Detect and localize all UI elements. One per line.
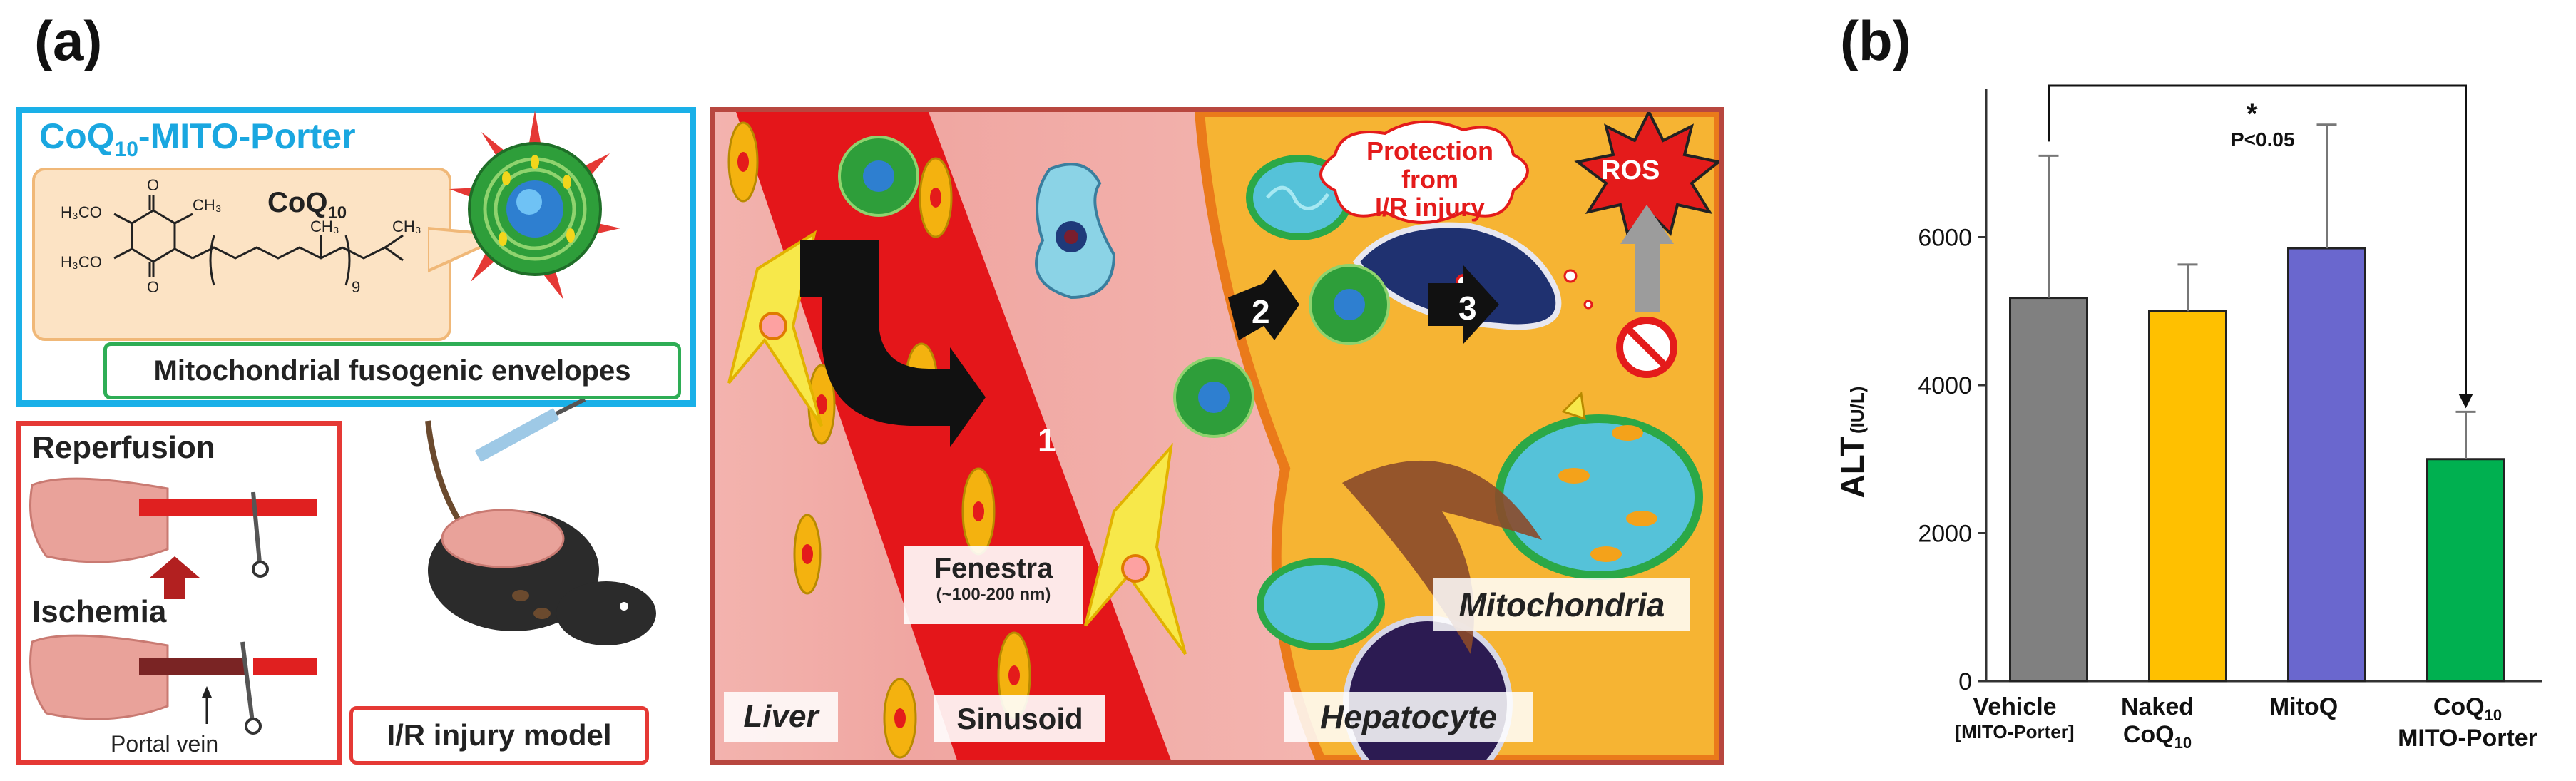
mitochondria-label: Mitochondria (1433, 578, 1690, 631)
ischemia-label: Ischemia (32, 594, 167, 629)
coq10-mito-porter-title: CoQ10-MITO-Porter (39, 116, 356, 161)
bar-3 (2426, 458, 2505, 683)
ros-label: ROS (1601, 155, 1660, 185)
ch3-label-3: CH₃ (392, 218, 421, 235)
mouse-icon (425, 399, 656, 645)
panel-b-letter: (b) (1840, 9, 1911, 72)
y-tick-label-0: 0 (1958, 668, 1972, 695)
liver-scene-illustration (727, 112, 1719, 760)
h3co-label-2: H₃CO (61, 253, 102, 271)
fenestra-label: Fenestra (~100-200 nm) (904, 546, 1083, 624)
y-tick-label-1: 2000 (1918, 521, 1972, 548)
ir-injury-model-label: I/R injury model (349, 706, 649, 765)
coq10-structure-diagram: H₃CO H₃CO CH₃ CH₃ CH₃ 9 O O (61, 176, 421, 296)
bar-0 (2009, 297, 2088, 683)
mitochondrion-right (1495, 414, 1703, 580)
significance-bracket (2048, 84, 2467, 398)
mito-porter-particle-icon (449, 111, 620, 300)
significance-star: * (2247, 98, 2258, 130)
fusogenic-envelopes-label: Mitochondrial fusogenic envelopes (103, 342, 681, 399)
y-tick-label-2: 4000 (1918, 372, 1972, 399)
reperfusion-arrow-icon (150, 556, 200, 599)
bar-2 (2287, 247, 2366, 683)
o-label-1: O (147, 176, 159, 194)
liver-ischemia-icon (29, 634, 317, 735)
hepatocyte-label: Hepatocyte (1284, 692, 1533, 742)
alt-bar-chart: 0 2000 4000 6000 (1918, 84, 2542, 695)
ch3-label-2: CH₃ (310, 218, 339, 235)
o-label-2: O (147, 278, 159, 296)
portal-vein-label: Portal vein (111, 731, 219, 757)
x-label-coq10-mito-porter: CoQ10 MITO-Porter (2398, 693, 2537, 752)
step-1-label: 1 (1038, 422, 1056, 459)
repeat-label: 9 (352, 278, 360, 296)
ch3-label-1: CH₃ (193, 196, 222, 214)
reperfusion-label: Reperfusion (32, 430, 215, 465)
bar-1 (2148, 310, 2227, 683)
step-2-label: 2 (1252, 293, 1270, 330)
coq10-molecule-label: CoQ10 (267, 187, 347, 223)
mitochondrion-bottom-left (1257, 558, 1385, 650)
x-label-vehicle: Vehicle [MITO-Porter] (1955, 693, 2075, 742)
step-3-label: 3 (1458, 290, 1477, 327)
x-label-mitoq: MitoQ (2269, 693, 2339, 720)
x-label-naked-coq10: Naked CoQ10 (2120, 693, 2194, 752)
significance-p-value: P<0.05 (2231, 128, 2295, 150)
h3co-label-1: H₃CO (61, 203, 102, 221)
liver-reperfusion-icon (29, 477, 317, 578)
sinusoid-label: Sinusoid (934, 695, 1105, 742)
liver-label: Liver (724, 692, 838, 742)
y-tick-label-3: 6000 (1918, 225, 1972, 252)
panel-a-letter: (a) (34, 9, 103, 72)
significance-arrowhead (2458, 394, 2473, 409)
protection-label: Protection from I/R injury (1366, 136, 1493, 223)
